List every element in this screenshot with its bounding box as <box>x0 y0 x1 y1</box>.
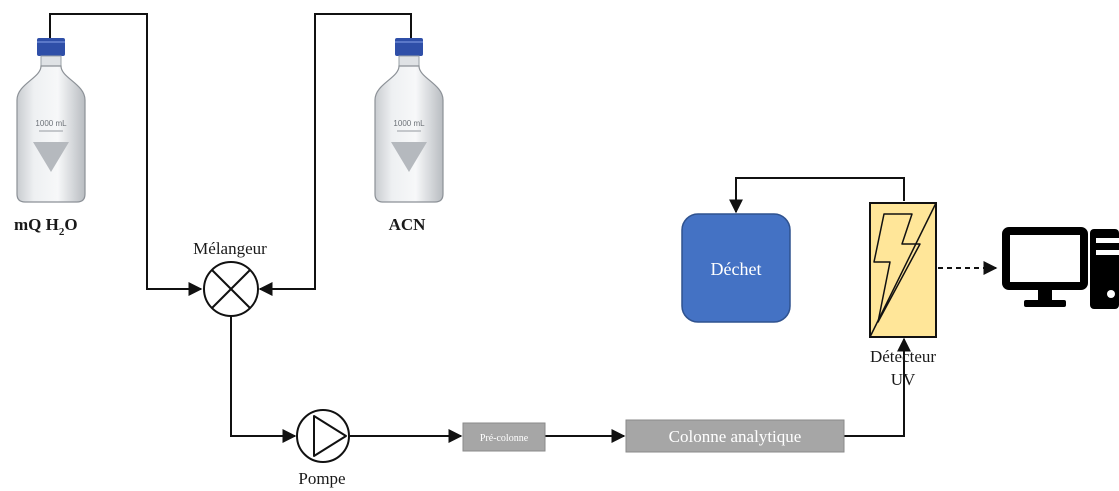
pump-icon <box>296 409 350 463</box>
column-box: Colonne analytique <box>625 419 845 453</box>
line-column-to-detector <box>844 337 911 437</box>
mixer-label: Mélangeur <box>193 239 267 258</box>
waste-box: Déchet <box>681 213 791 323</box>
acn-bottle-label: ACN <box>389 215 427 234</box>
line-acn-to-mixer <box>258 13 412 296</box>
detector-label-line1: Détecteur <box>870 347 936 366</box>
lightning-icon <box>873 213 921 323</box>
bottle-icon: 1000 mL <box>374 38 444 203</box>
precolumn-label: Pré-colonne <box>480 433 529 444</box>
bottle-volume-label: 1000 mL <box>393 119 425 128</box>
bottle-icon: 1000 mL <box>16 38 86 203</box>
detector-label-line2: UV <box>891 370 916 389</box>
line-mixer-to-pump <box>230 316 297 443</box>
line-water-to-mixer <box>49 13 203 296</box>
detector-box <box>869 202 937 338</box>
computer-icon <box>1002 227 1119 309</box>
waste-label: Déchet <box>711 259 762 279</box>
line-detector-to-waste <box>729 177 905 214</box>
pump-label: Pompe <box>298 469 345 488</box>
tubing <box>49 13 911 443</box>
mixer-icon <box>203 261 259 317</box>
precolumn-box: Pré-colonne <box>462 422 546 452</box>
water-bottle-label: mQ H2O <box>14 215 78 238</box>
bottle-volume-label: 1000 mL <box>35 119 67 128</box>
column-label: Colonne analytique <box>669 427 802 446</box>
